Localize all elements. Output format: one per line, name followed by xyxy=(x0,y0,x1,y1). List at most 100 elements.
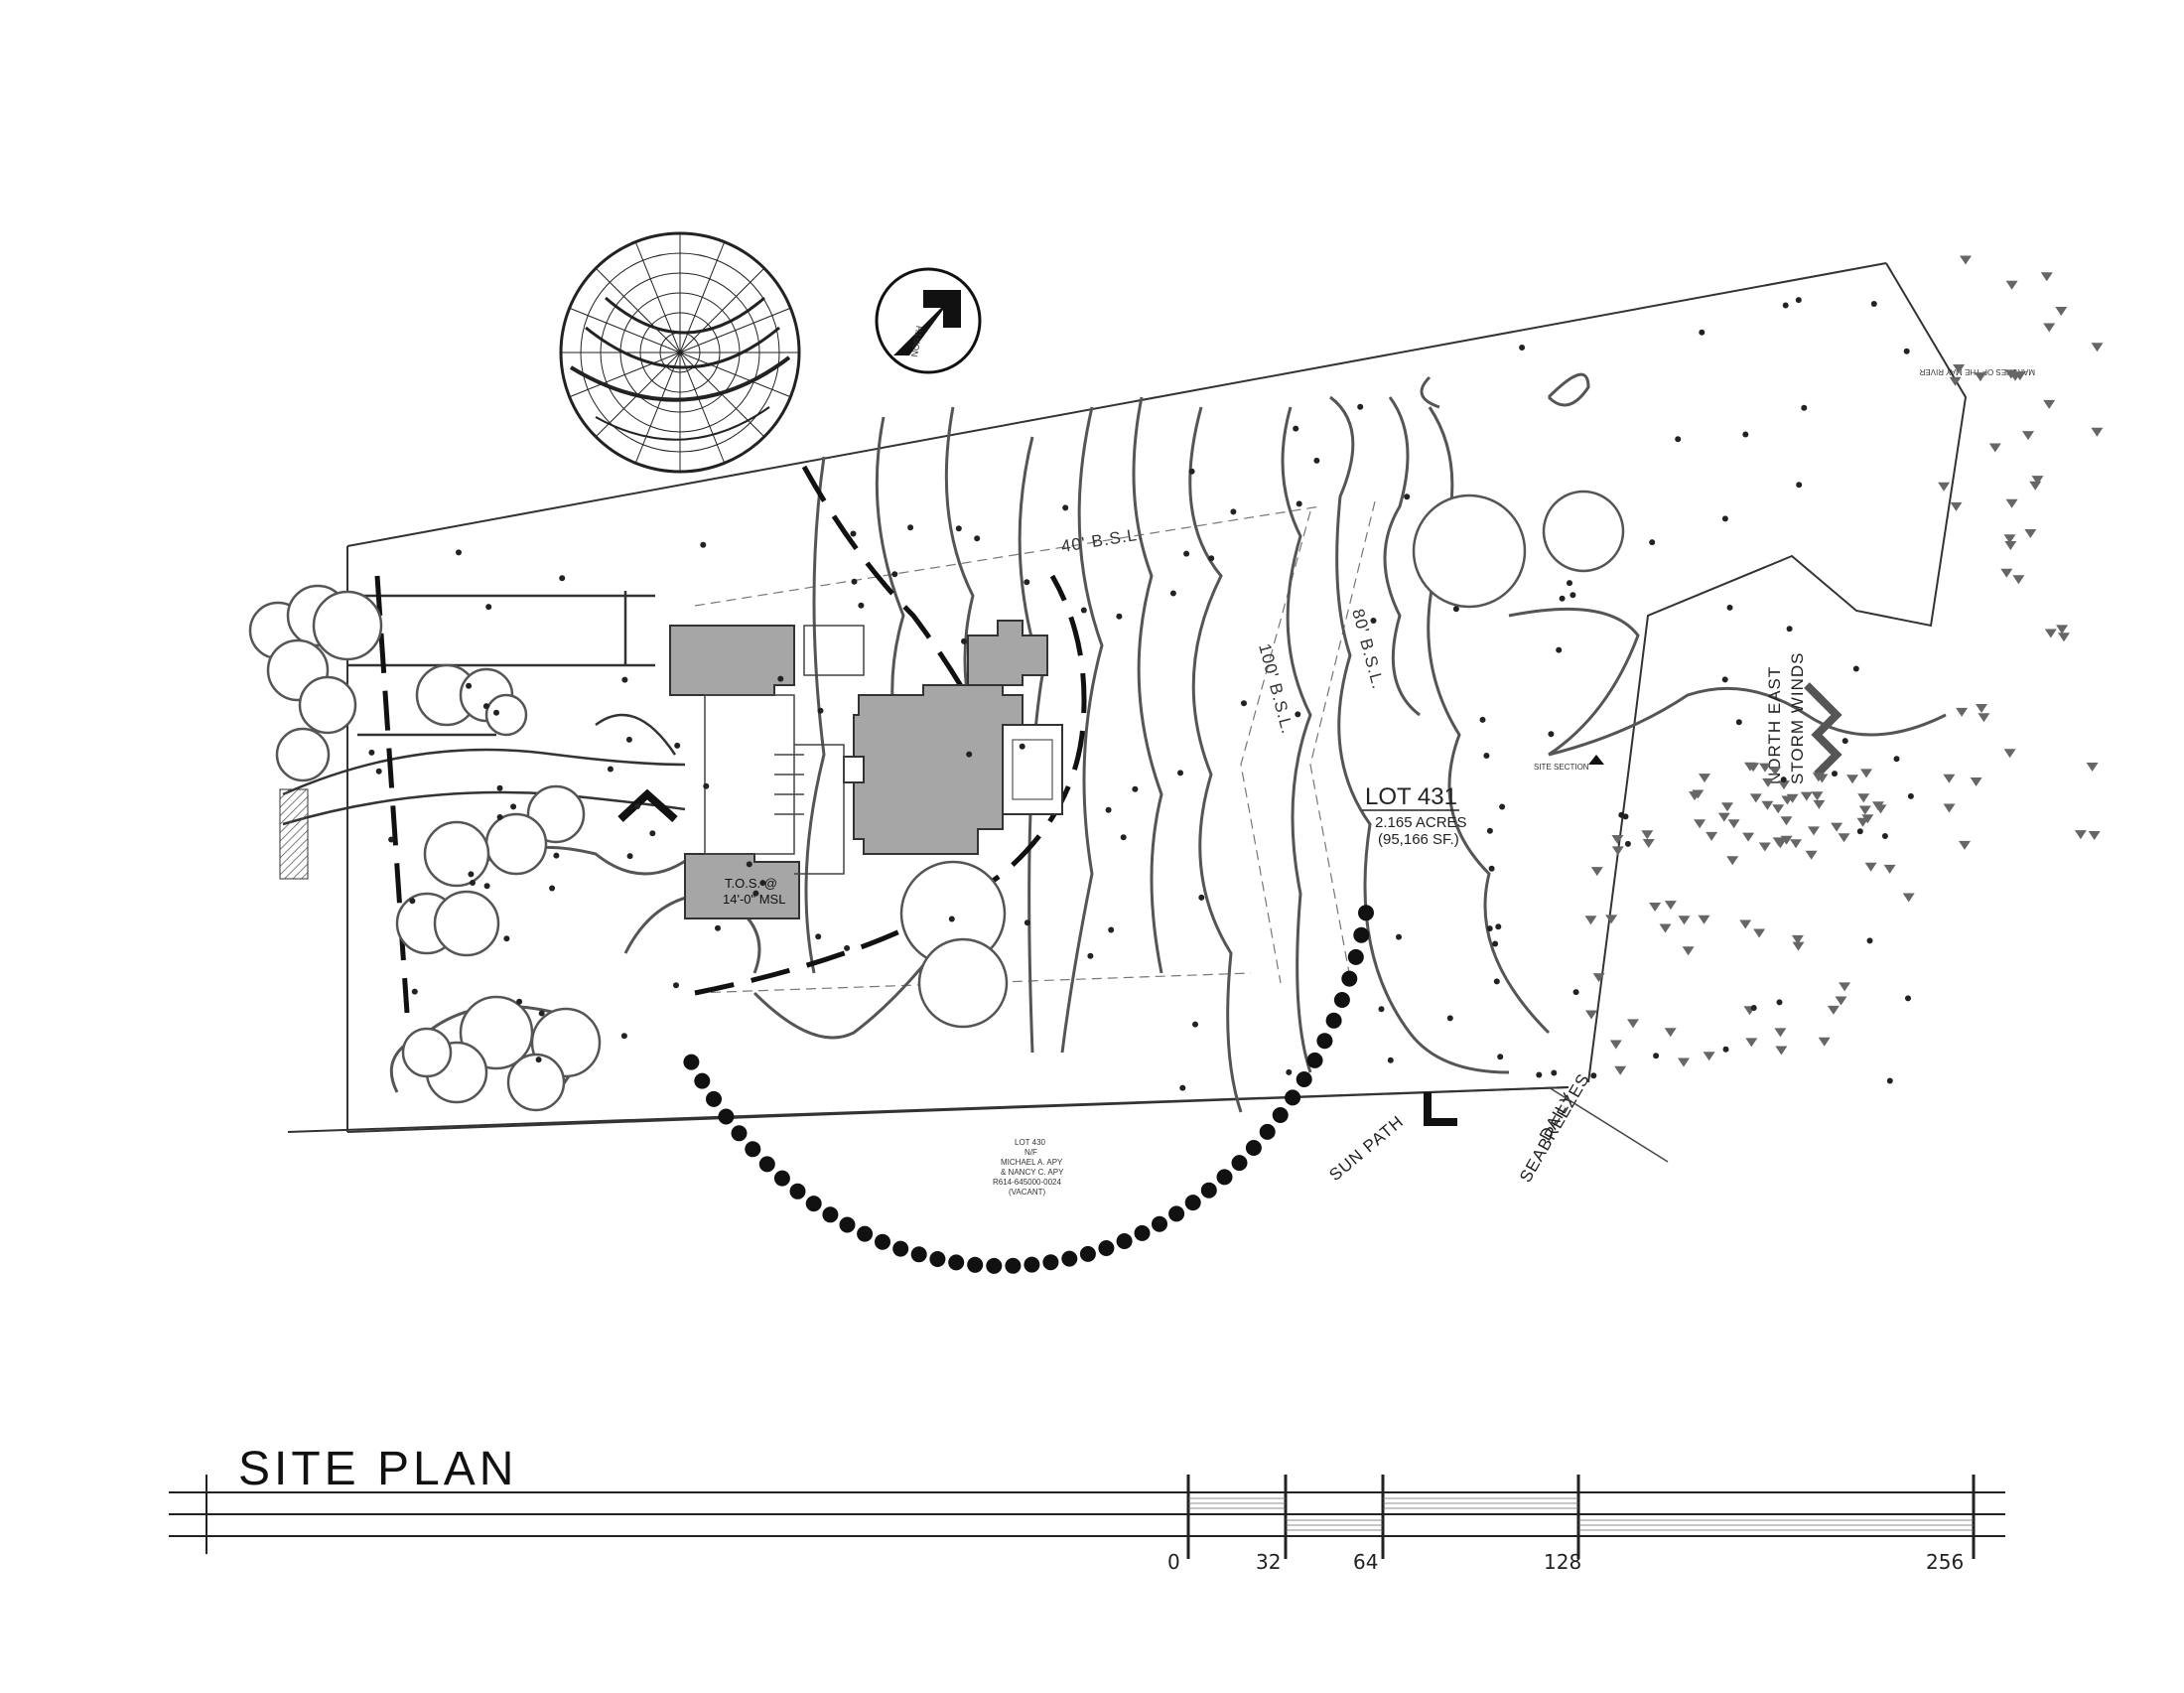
spot-elevation-dot xyxy=(466,682,473,689)
sun-path-markers xyxy=(617,788,1457,1126)
neighbor-line-5: R614-645000-0024 xyxy=(993,1178,1061,1187)
marsh-mark xyxy=(1682,946,1695,956)
sun-path-dot xyxy=(1325,1012,1342,1029)
spot-elevation-dot xyxy=(974,535,981,542)
spot-elevation-dot xyxy=(538,1010,545,1017)
porch-building xyxy=(967,620,1048,686)
spot-elevation-dot xyxy=(1832,771,1838,777)
buildings xyxy=(669,620,1063,919)
spot-elevation-dot xyxy=(1622,813,1629,820)
marsh-mark xyxy=(1749,793,1762,803)
marsh-mark xyxy=(1950,501,1963,511)
lot-acres: 2.165 ACRES xyxy=(1375,814,1467,831)
spot-elevation-dot xyxy=(948,916,955,922)
marsh-mark xyxy=(1678,916,1691,925)
spot-elevation-dot xyxy=(1120,834,1127,841)
marsh-mark xyxy=(2055,307,2068,316)
spot-elevation-dot xyxy=(966,751,973,758)
spot-elevation-dot xyxy=(1387,1057,1394,1063)
spot-elevation-dot xyxy=(1452,606,1459,613)
spot-elevation-dot xyxy=(1446,1015,1453,1022)
marsh-mark xyxy=(1883,864,1896,874)
marsh-mark xyxy=(2029,481,2042,491)
marsh-mark xyxy=(2091,343,2104,353)
spot-elevation-dot xyxy=(1497,1054,1504,1060)
spot-elevation-dot xyxy=(621,676,628,683)
marsh-mark xyxy=(1698,915,1710,924)
marsh-mark xyxy=(1790,839,1802,849)
marsh-mark xyxy=(1811,791,1824,801)
marsh-mark xyxy=(2031,476,2044,486)
marsh-label: MARSHES OF THE MAY RIVER xyxy=(1919,367,2035,376)
sun-path-dot xyxy=(1259,1123,1276,1140)
marsh-mark xyxy=(2058,633,2070,642)
marsh-mark xyxy=(1827,1005,1840,1015)
sun-path-dot xyxy=(875,1233,890,1250)
spot-elevation-dot xyxy=(1286,1068,1293,1075)
site-section-marker: SITE SECTION xyxy=(1534,755,1604,772)
marsh-mark xyxy=(1816,774,1829,783)
marsh-mark xyxy=(1769,767,1782,776)
spot-elevation-dot xyxy=(907,524,914,531)
marsh-mark xyxy=(1726,856,1739,866)
spot-elevation-dot xyxy=(1907,792,1914,799)
marsh-mark xyxy=(2003,534,2016,544)
sun-path-dot xyxy=(706,1090,722,1107)
marsh-mark xyxy=(1953,364,1966,373)
sun-path-dot xyxy=(1333,992,1350,1008)
spot-elevation-dot xyxy=(1649,539,1656,546)
spot-elevation-dot xyxy=(961,637,967,644)
spot-elevation-dot xyxy=(493,709,499,716)
marsh-mark xyxy=(1727,819,1740,829)
marsh-mark xyxy=(1747,763,1760,773)
sun-path-dot xyxy=(1347,948,1364,965)
spot-elevation-dot xyxy=(1488,865,1495,872)
marsh-mark xyxy=(1627,1019,1639,1029)
spot-elevation-dot xyxy=(703,782,710,789)
spot-elevation-dot xyxy=(1624,840,1631,847)
marsh-mark xyxy=(2009,371,2021,381)
spot-elevation-dot xyxy=(1499,803,1506,810)
marsh-mark xyxy=(2088,831,2101,840)
spot-elevation-dot xyxy=(1295,711,1301,718)
marsh-mark xyxy=(1818,1037,1831,1047)
spot-elevation-dot xyxy=(1404,494,1411,500)
spot-elevation-dot xyxy=(1881,833,1888,839)
spot-elevation-dot xyxy=(1551,1069,1558,1076)
scale-label-32: 32 xyxy=(1256,1550,1281,1574)
scale-label-64: 64 xyxy=(1353,1550,1378,1574)
spot-elevation-dot xyxy=(468,871,475,878)
spot-elevation-dot xyxy=(1192,1021,1198,1028)
spot-elevation-dot xyxy=(1795,297,1802,304)
marsh-mark xyxy=(1649,903,1662,912)
spot-elevation-dot xyxy=(388,836,395,843)
spot-elevation-dot xyxy=(851,578,858,585)
spot-elevation-dot xyxy=(1866,937,1873,944)
storm-winds-line-1: NORTH EAST xyxy=(1765,666,1784,784)
marsh-mark xyxy=(1839,982,1851,992)
marsh-mark xyxy=(1956,707,1969,717)
marsh-mark xyxy=(1717,812,1730,822)
marsh-mark xyxy=(2043,399,2056,409)
sun-path-dot xyxy=(805,1196,822,1212)
marsh-mark xyxy=(1959,840,1971,850)
neighbor-line-3: MICHAEL A. APY xyxy=(1001,1158,1063,1167)
sun-path-arc xyxy=(683,905,1374,1274)
spot-elevation-dot xyxy=(1486,827,1493,834)
spot-elevation-dot xyxy=(955,525,962,532)
spot-elevation-dot xyxy=(1483,753,1490,759)
marsh-mark xyxy=(1949,376,1962,386)
marsh-mark xyxy=(1721,802,1733,812)
spot-elevation-dot xyxy=(1559,595,1566,602)
spot-elevation-dot xyxy=(850,530,857,537)
spot-elevation-dot xyxy=(456,549,462,556)
marsh-mark xyxy=(1970,777,1982,786)
spot-elevation-dot xyxy=(1370,618,1377,624)
sun-path-dot xyxy=(1306,1052,1323,1068)
scale-bar xyxy=(169,1475,2005,1559)
spot-elevation-dot xyxy=(1313,457,1320,464)
spot-elevation-dot xyxy=(1782,302,1789,309)
tos-line-2: 14'-0" MSL xyxy=(723,892,785,907)
trees xyxy=(248,490,1625,1112)
